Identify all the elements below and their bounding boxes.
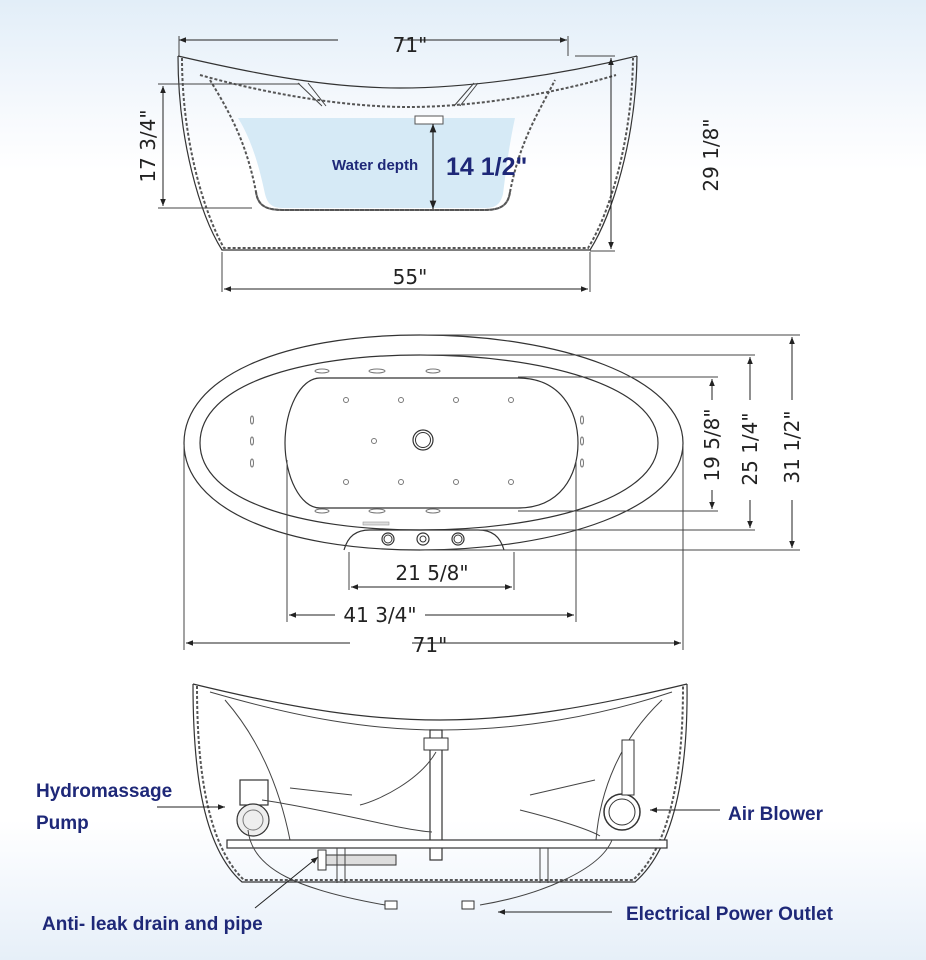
air-blower-label: Air Blower — [728, 804, 824, 825]
pump-label-line1: Hydromassage — [36, 781, 172, 802]
dim-top-length: 71" — [393, 33, 428, 57]
water-fill — [238, 118, 515, 208]
dim-basin-width: 19 5/8" — [700, 408, 724, 481]
dim-bottom-length: 55" — [393, 265, 428, 289]
dim-total-height: 29 1/8" — [699, 118, 723, 191]
drain-label: Anti- leak drain and pipe — [42, 914, 263, 935]
drain-icon — [412, 429, 434, 451]
pump-label-line2: Pump — [36, 813, 89, 834]
dim-inner-height: 17 3/4" — [136, 109, 160, 182]
dim-control-panel: 21 5/8" — [395, 561, 468, 585]
water-depth-value: 14 1/2" — [446, 153, 527, 181]
components-view: Hydromassage Pump Air Blower Anti- leak … — [36, 683, 834, 935]
control-knobs — [381, 532, 465, 546]
power-outlet-label: Electrical Power Outlet — [626, 904, 834, 925]
dim-overall-length: 71" — [413, 633, 448, 657]
jets — [250, 368, 584, 514]
dim-overall-width: 31 1/2" — [780, 410, 804, 483]
overflow-icon — [414, 115, 444, 125]
plug-icon — [384, 900, 398, 910]
plug-icon — [461, 900, 475, 910]
water-depth-label: Water depth — [332, 157, 418, 174]
side-view: Water depth 14 1/2" 71" 17 3/4" 29 1/8" … — [136, 33, 723, 292]
dim-mid-width: 25 1/4" — [738, 412, 762, 485]
pump-icon — [236, 803, 270, 837]
top-view: 19 5/8" 25 1/4" 31 1/2" 21 5/8" 41 3/4" … — [183, 334, 804, 657]
dim-basin-length: 41 3/4" — [343, 603, 416, 627]
